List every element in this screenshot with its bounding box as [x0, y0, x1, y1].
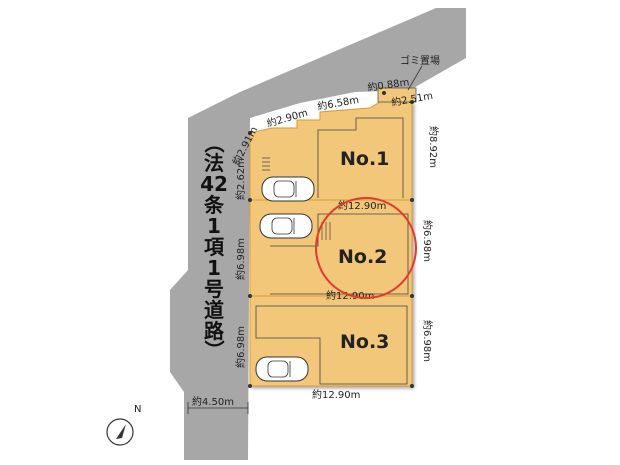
dim-lot2-right: 約6.98m: [421, 220, 434, 262]
road-label-char: ）: [202, 340, 226, 360]
garbage-label: ゴミ置場: [400, 54, 440, 67]
road-label-char: 号: [204, 277, 224, 301]
lot-3-inner-outline: [255, 305, 408, 385]
car-icon: [255, 356, 309, 382]
north-arrow-icon: [106, 418, 134, 446]
garbage-leader: [407, 65, 423, 91]
car-icon: [259, 213, 313, 239]
road-width-label: 約4.50m: [192, 395, 234, 408]
road-label-char: 道: [204, 298, 224, 322]
dim-lot3-bottom: 約12.90m: [312, 388, 360, 401]
road-label-char: 条: [204, 193, 225, 217]
road-label-char: 項: [204, 235, 225, 259]
dim-lot1-right: 約8.92m: [427, 126, 440, 168]
dim-lot2-left: 約6.98m: [234, 238, 247, 280]
lot-3-label: No.3: [340, 331, 389, 353]
road-label-char: 1: [207, 214, 221, 238]
garbage-area: [377, 87, 417, 103]
dim-lot1-bottom: 約12.90m: [338, 199, 386, 212]
dimension-dots: [248, 91, 414, 388]
road-label-char: 法: [204, 151, 224, 175]
lot-2-highlight-circle: [315, 197, 417, 299]
dim-lot3-right: 約6.98m: [421, 320, 434, 362]
dim-lot1-left: 約2.62m: [234, 158, 247, 200]
road-label-char: 路: [204, 319, 225, 343]
dim-lot3-left: 約6.98m: [234, 326, 247, 368]
road-area: [170, 8, 466, 460]
road-label-char: （: [202, 133, 226, 153]
road-label-char: 1: [207, 256, 221, 280]
car-icon: [261, 176, 315, 202]
road-label-char: 42: [200, 172, 228, 196]
lot-2-label: No.2: [338, 246, 387, 268]
lot-1-stair-marks: [262, 157, 270, 171]
north-label: N: [134, 404, 141, 415]
lot-1-inner-outline: [317, 117, 404, 198]
lot-1-label: No.1: [340, 148, 389, 170]
